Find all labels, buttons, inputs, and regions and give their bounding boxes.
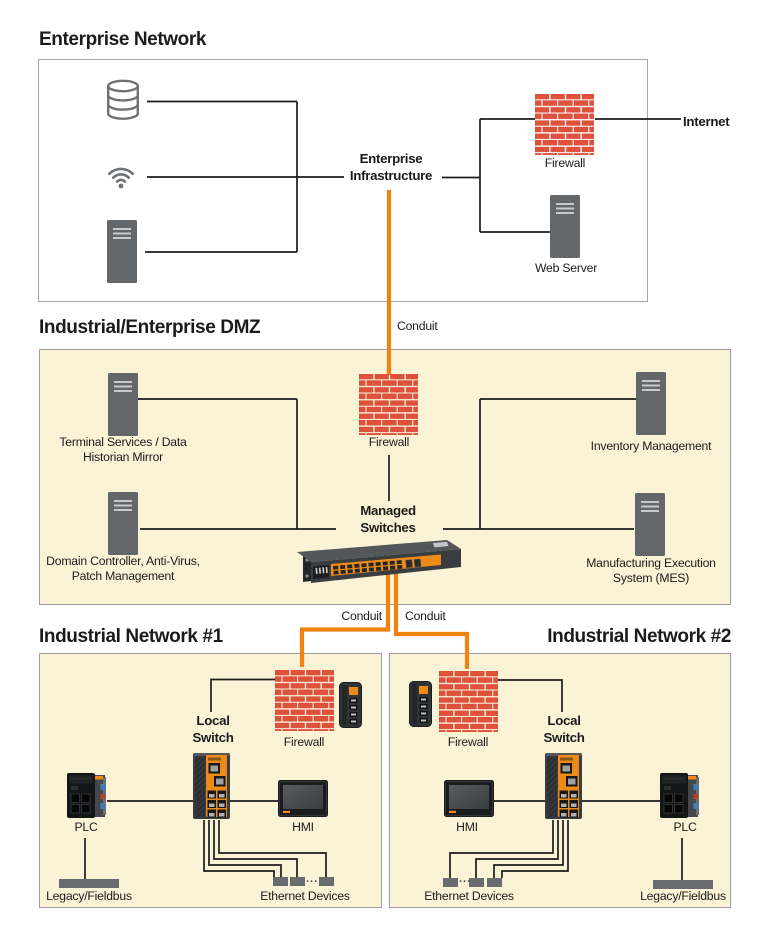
network2-ethernet-device-icon xyxy=(443,878,458,887)
network1-ethernet-device-icon xyxy=(290,877,305,886)
network1-legacy-fieldbus-label: Legacy/Fieldbus xyxy=(46,889,132,903)
web-server-label: Web Server xyxy=(534,261,598,275)
conduit-lines xyxy=(299,190,470,669)
mes-label: Manufacturing Execution System (MES) xyxy=(586,556,716,586)
mes-server-icon xyxy=(635,493,665,556)
network1-ellipsis: ... xyxy=(306,873,319,885)
network2-legacy-fieldbus-label: Legacy/Fieldbus xyxy=(640,889,726,903)
conduit-label-right: Conduit xyxy=(405,609,446,623)
network1-ethernet-device-icon xyxy=(273,877,288,886)
network2-local-switch-icon xyxy=(545,753,582,819)
network1-hmi-label: HMI xyxy=(292,820,314,834)
terminal-services-server-icon xyxy=(108,373,138,436)
domain-controller-label: Domain Controller, Anti-Virus, Patch Man… xyxy=(46,554,200,584)
network1-hmi-icon xyxy=(278,780,328,817)
network2-hmi-label: HMI xyxy=(456,820,478,834)
network1-firewall-icon xyxy=(275,670,334,731)
database-icon xyxy=(108,81,138,119)
network2-ethernet-device-icon xyxy=(487,878,502,887)
network2-ethernet-devices-label: Ethernet Devices xyxy=(424,889,514,903)
managed-switch-icon xyxy=(297,540,461,583)
conduit-line-dmz-to-network2 xyxy=(393,568,470,669)
dmz-title: Industrial/Enterprise DMZ xyxy=(39,317,261,338)
managed-switches-label: Managed Switches xyxy=(360,503,416,535)
network1-plc-label: PLC xyxy=(74,820,98,834)
inventory-management-label: Inventory Management xyxy=(590,439,712,453)
wifi-icon xyxy=(109,169,132,188)
dmz-firewall-label: Firewall xyxy=(368,435,410,449)
network2-fieldbus-bar-icon xyxy=(653,880,713,889)
inventory-server-icon xyxy=(636,372,666,435)
network1-plc-icon xyxy=(67,773,106,818)
network1-security-appliance-icon xyxy=(340,683,362,728)
web-server-icon xyxy=(550,195,580,258)
terminal-services-label: Terminal Services / Data Historian Mirro… xyxy=(59,435,187,465)
conduit-label-left: Conduit xyxy=(341,609,382,623)
network2-firewall-icon xyxy=(439,671,498,732)
network1-local-switch-icon xyxy=(193,753,230,819)
enterprise-infrastructure-label: Enterprise Infrastructure xyxy=(349,151,433,183)
network1-local-switch-label: Local Switch xyxy=(192,713,234,745)
internet-label: Internet xyxy=(683,114,730,129)
network2-plc-icon xyxy=(660,773,699,818)
network1-ethernet-devices-label: Ethernet Devices xyxy=(260,889,350,903)
enterprise-server-icon xyxy=(107,220,137,283)
device-icons xyxy=(59,81,713,889)
network2-security-appliance-icon xyxy=(410,682,432,727)
industrial-network-1-title: Industrial Network #1 xyxy=(39,626,223,647)
network1-ethernet-device-icon xyxy=(319,877,334,886)
network2-local-switch-label: Local Switch xyxy=(543,713,585,745)
conduit-label-top: Conduit xyxy=(397,319,438,333)
network1-fieldbus-bar-icon xyxy=(59,879,119,888)
network2-hmi-icon xyxy=(444,780,494,817)
enterprise-firewall-label: Firewall xyxy=(544,156,586,170)
conduit-line-dmz-to-network1 xyxy=(299,568,391,667)
enterprise-network-title: Enterprise Network xyxy=(39,29,207,50)
network-lines xyxy=(84,100,683,880)
enterprise-firewall-icon xyxy=(535,94,594,155)
domain-controller-server-icon xyxy=(108,492,138,555)
network2-ethernet-device-icon xyxy=(469,878,484,887)
network2-firewall-label: Firewall xyxy=(447,735,489,749)
dmz-firewall-icon xyxy=(359,374,418,435)
network2-plc-label: PLC xyxy=(673,820,697,834)
network2-ellipsis: ... xyxy=(459,873,472,885)
network1-firewall-label: Firewall xyxy=(283,735,325,749)
industrial-network-2-title: Industrial Network #2 xyxy=(547,626,731,647)
